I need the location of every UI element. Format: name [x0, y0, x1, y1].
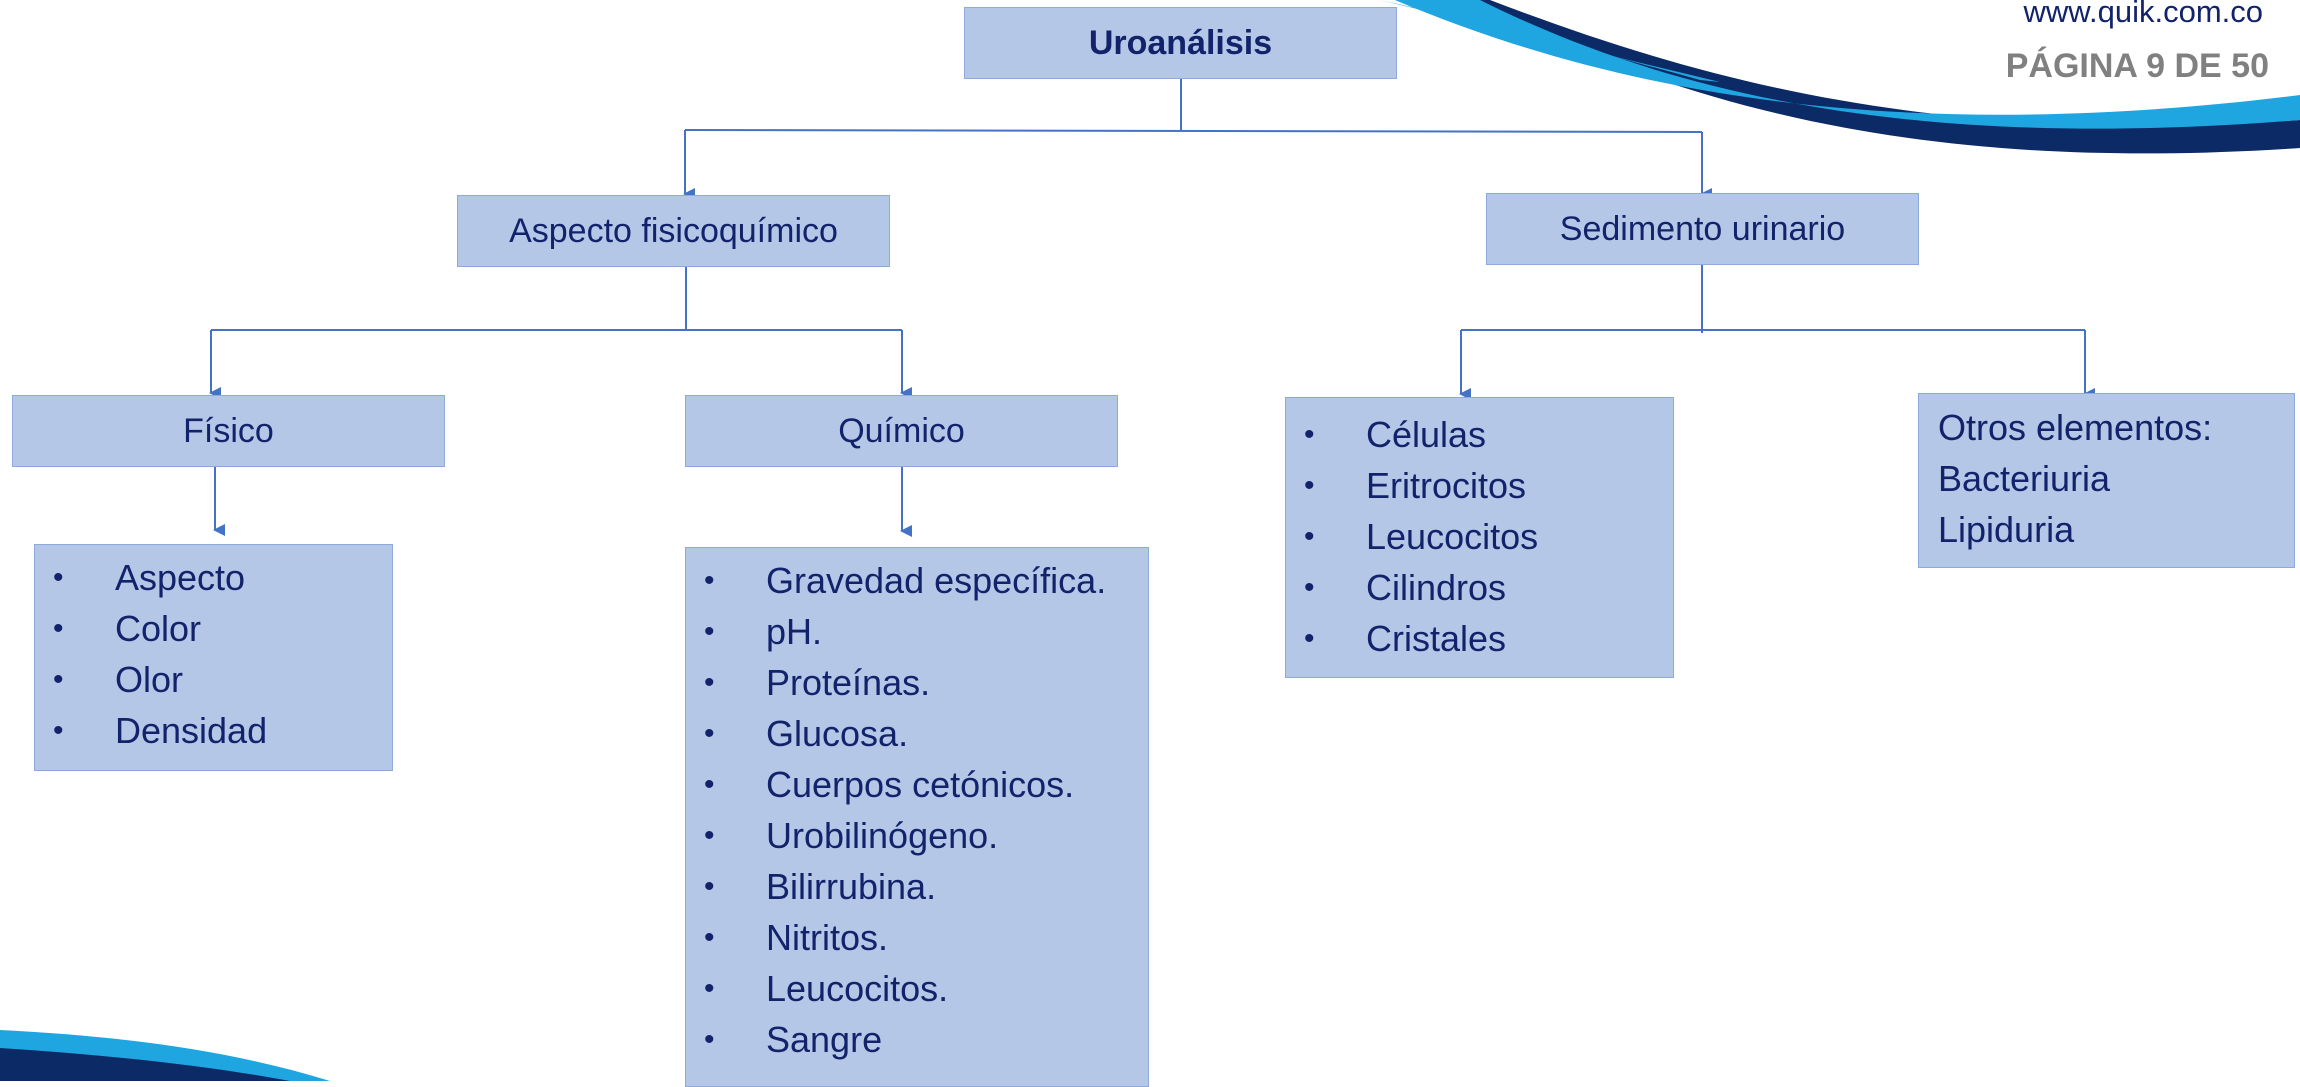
list-item-text: Cuerpos cetónicos. [766, 764, 1075, 805]
list-item-text: Sangre [766, 1019, 883, 1060]
connector-root-bar [684, 129, 1703, 133]
chemical-items-box: • Gravedad específica. • pH. • Proteínas. •… [685, 547, 1149, 1087]
node-uroanalisis-label: Uroanálisis [1088, 23, 1273, 62]
node-sediment: Sedimento urinario [1486, 193, 1919, 265]
other-elements-heading: Otros elementos: [1938, 407, 2213, 448]
list-item: • Sangre [686, 1014, 1148, 1065]
sediment-items-box: • Células • Eritrocitos • Leucocitos • Cilin… [1285, 397, 1674, 678]
node-physical-label: Físico [183, 411, 274, 450]
list-item: • Leucocitos. [686, 963, 1148, 1014]
physical-items-list: • Aspecto • Color • Olor • Densidad [35, 552, 392, 756]
swoosh-top-right-blue [1395, 0, 2300, 129]
list-item-text: Leucocitos. [766, 968, 949, 1009]
list-item-text: Color [115, 608, 202, 649]
list-item: • Urobilinógeno. [686, 810, 1148, 861]
list-item-text: Densidad [115, 710, 268, 751]
list-item: • Bilirrubina. [686, 861, 1148, 912]
bullet-icon: • [704, 615, 715, 648]
list-item: • Gravedad específica. [686, 555, 1148, 606]
list-item-text: Proteínas. [766, 662, 931, 703]
bullet-icon: • [1304, 571, 1315, 604]
bullet-icon: • [53, 612, 64, 645]
other-element-item: Bacteriuria [1938, 458, 2111, 499]
bullet-icon: • [704, 717, 715, 750]
swoosh-top-right-dark [1470, 0, 2300, 154]
list-item-text: Leucocitos [1366, 516, 1539, 557]
list-item-text: Olor [115, 659, 184, 700]
bullet-icon: • [704, 972, 715, 1005]
bullet-icon: • [704, 1023, 715, 1056]
list-item-text: Cristales [1366, 618, 1507, 659]
node-physicochemical-label: Aspecto fisicoquímico [509, 211, 838, 250]
list-item: • Cuerpos cetónicos. [686, 759, 1148, 810]
list-item-text: Cilindros [1366, 567, 1507, 608]
node-chemical: Químico [685, 395, 1118, 467]
list-item: • Glucosa. [686, 708, 1148, 759]
list-item: • Cristales [1286, 613, 1673, 664]
node-physical: Físico [12, 395, 445, 467]
bullet-icon: • [1304, 622, 1315, 655]
bullet-icon: • [53, 663, 64, 696]
list-item-text: pH. [766, 611, 823, 652]
list-item: • pH. [686, 606, 1148, 657]
bullet-icon: • [704, 921, 715, 954]
list-item: • Células [1286, 409, 1673, 460]
node-physicochemical: Aspecto fisicoquímico [457, 195, 890, 267]
list-item: • Aspecto [35, 552, 392, 603]
node-chemical-label: Químico [838, 411, 965, 450]
bullet-icon: • [704, 768, 715, 801]
bullet-icon: • [1304, 418, 1315, 451]
list-item: • Nitritos. [686, 912, 1148, 963]
other-elements-box: Otros elementos: Bacteriuria Lipiduria [1918, 393, 2295, 568]
list-item-text: Eritrocitos [1366, 465, 1527, 506]
swoosh-top-right-light [1380, 0, 1720, 82]
physical-items-box: • Aspecto • Color • Olor • Densidad [34, 544, 393, 771]
list-item-text: Gravedad específica. [766, 560, 1107, 601]
list-item: • Cilindros [1286, 562, 1673, 613]
list-item: • Proteínas. [686, 657, 1148, 708]
node-sediment-label: Sedimento urinario [1559, 209, 1846, 248]
list-item: • Olor [35, 654, 392, 705]
swoosh-bottom-left-dark [0, 1048, 290, 1081]
page-indicator: PÁGINA 9 DE 50 [2005, 47, 2269, 85]
bullet-icon: • [704, 819, 715, 852]
list-item-text: Urobilinógeno. [766, 815, 999, 856]
website-url: www.quik.com.co [2023, 0, 2263, 29]
bullet-icon: • [53, 561, 64, 594]
list-item: • Eritrocitos [1286, 460, 1673, 511]
chemical-items-list: • Gravedad específica. • pH. • Proteínas. •… [686, 555, 1148, 1065]
bullet-icon: • [53, 714, 64, 747]
bullet-icon: • [1304, 469, 1315, 502]
other-element-item: Lipiduria [1938, 509, 2075, 550]
list-item-text: Células [1366, 414, 1487, 455]
bullet-icon: • [1304, 520, 1315, 553]
bullet-icon: • [704, 666, 715, 699]
bullet-icon: • [704, 870, 715, 903]
list-item-text: Aspecto [115, 557, 246, 598]
node-uroanalisis: Uroanálisis [964, 7, 1397, 79]
list-item-text: Glucosa. [766, 713, 909, 754]
sediment-items-list: • Células • Eritrocitos • Leucocitos • Cilin… [1286, 409, 1673, 664]
bullet-icon: • [704, 564, 715, 597]
list-item-text: Nitritos. [766, 917, 889, 958]
list-item-text: Bilirrubina. [766, 866, 937, 907]
list-item: • Densidad [35, 705, 392, 756]
list-item: • Color [35, 603, 392, 654]
list-item: • Leucocitos [1286, 511, 1673, 562]
